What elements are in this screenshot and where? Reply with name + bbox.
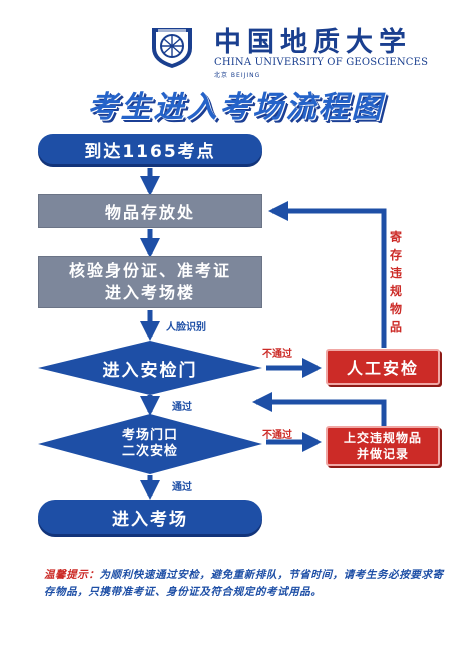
- university-seal-logo: [152, 28, 192, 68]
- page-title: 考生进入考场流程图: [87, 90, 385, 125]
- arrow-manual-to-storage: [268, 201, 387, 348]
- verify-step-line2: 进入考场楼: [104, 283, 195, 302]
- arrow-handover-to-second: [252, 392, 387, 428]
- fail-label-1: 不通过: [262, 349, 292, 360]
- second-check-line1: 考场门口: [121, 428, 178, 443]
- university-name-cn: 中国地质大学: [214, 27, 412, 58]
- handover-line2: 并做记录: [356, 447, 409, 461]
- face-recognition-label: 人脸识别: [166, 322, 206, 333]
- second-check-line2: 二次安检: [121, 444, 178, 459]
- university-name-en: CHINA UNIVERSITY OF GEOSCIENCES: [214, 57, 429, 68]
- verify-step: 核验身份证、准考证 进入考场楼: [38, 256, 262, 308]
- security-gate-diamond: [38, 341, 262, 395]
- pass-label-1: 通过: [172, 402, 192, 413]
- university-location: 北京 BEIJING: [214, 72, 261, 79]
- verify-step-line1: 核验身份证、准考证: [68, 261, 231, 280]
- second-check-label: 考场门口 二次安检: [38, 414, 262, 474]
- enter-step: 进入考场: [38, 500, 262, 534]
- store-violations-label: 寄存违规物品: [389, 230, 402, 334]
- warm-tip: 温馨提示：为顺利快速通过安检，避免重新排队，节省时间，请考生务必按要求寄存物品，…: [44, 567, 444, 601]
- handover-line1: 上交违规物品: [343, 431, 422, 445]
- tip-label: 温馨提示：: [44, 569, 100, 581]
- handover-step: 上交违规物品 并做记录: [326, 426, 440, 466]
- arrive-step: 到达1165考点: [38, 134, 262, 164]
- pass-label-2: 通过: [172, 482, 192, 493]
- tip-text: 为顺利快速通过安检，避免重新排队，节省时间，请考生务必按要求寄存物品，只携带准考…: [44, 569, 444, 598]
- second-check-diamond: [38, 414, 262, 474]
- manual-check-step: 人工安检: [326, 349, 440, 385]
- storage-step: 物品存放处: [38, 194, 262, 228]
- fail-label-2: 不通过: [262, 430, 292, 441]
- security-gate-label: 进入安检门: [102, 360, 198, 381]
